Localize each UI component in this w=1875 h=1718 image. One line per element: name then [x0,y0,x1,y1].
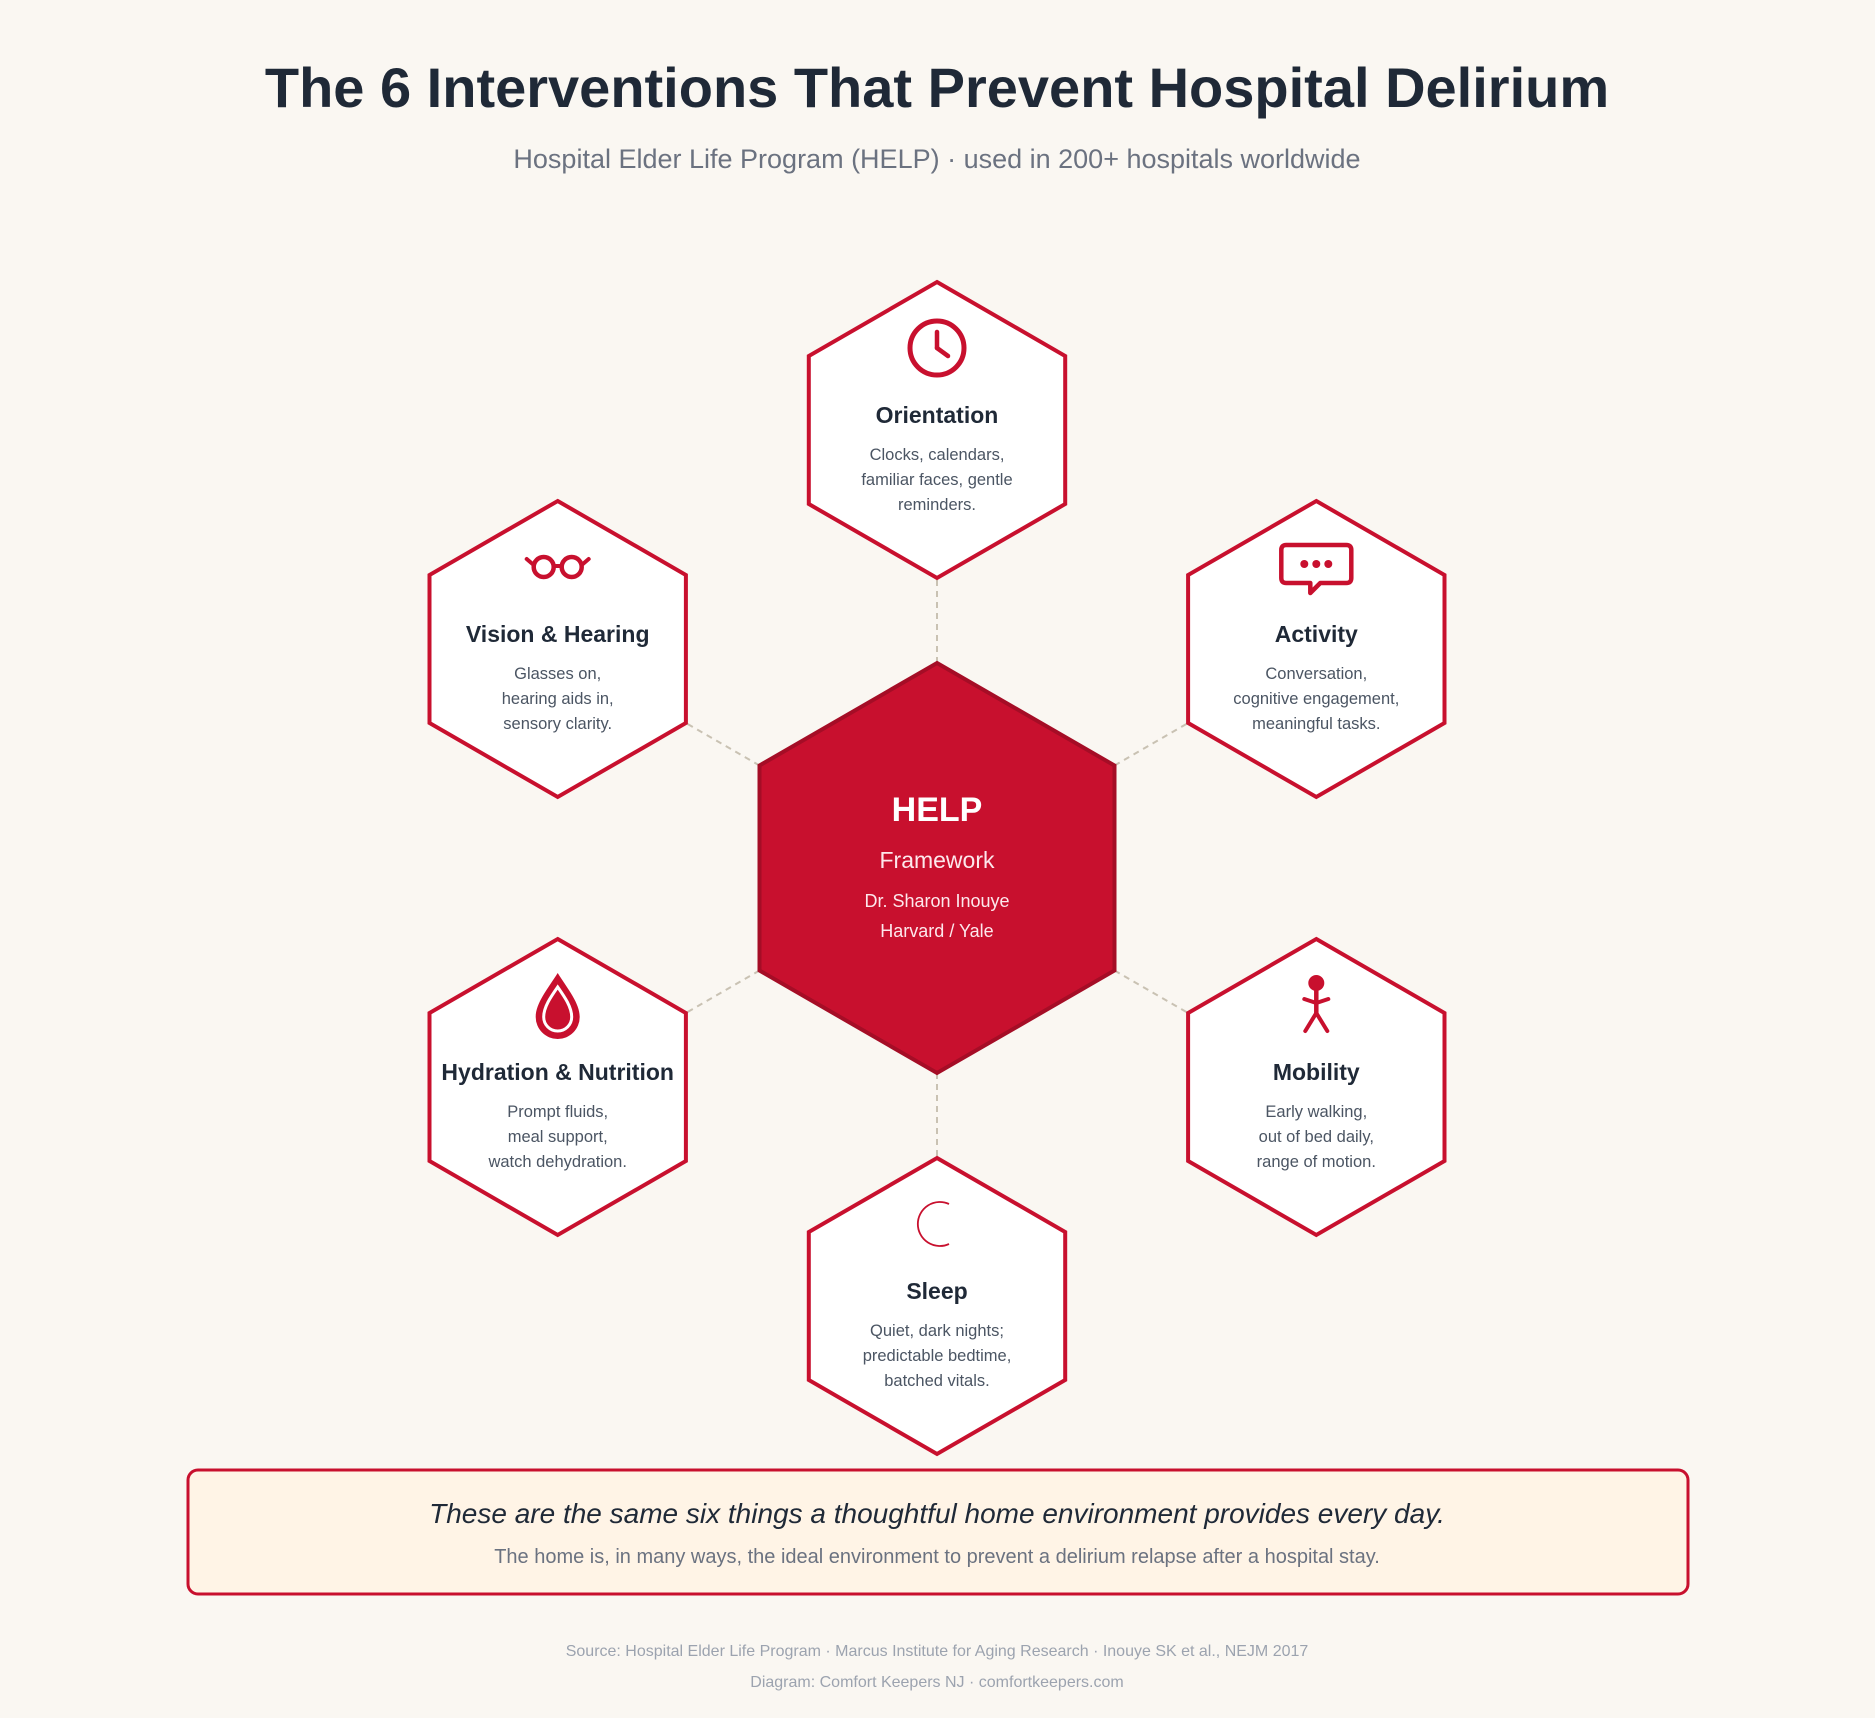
node-hexagon [1186,936,1447,1238]
node-title: Mobility [1273,1059,1360,1085]
node-description-line: meal support, [508,1128,608,1146]
glasses-icon [524,554,591,580]
callout-body: The home is, in many ways, the ideal env… [494,1546,1380,1568]
node-description-line: Conversation, [1265,665,1367,683]
page-subtitle: Hospital Elder Life Program (HELP) · use… [513,144,1360,174]
center-subtitle: Framework [879,847,995,873]
moon-icon [917,1201,950,1247]
water-drop-icon [535,973,580,1039]
speech-bubble-icon [1279,542,1354,596]
node-description-line: Prompt fluids, [507,1103,608,1121]
node-description-line: out of bed daily, [1259,1128,1374,1146]
connector-mobility [1113,969,1189,1014]
connector-hydration [685,969,761,1014]
center-hexagon [757,660,1117,1076]
node-hexagon [806,1155,1068,1457]
callout-frame [186,1468,1690,1596]
node-description-line: reminders. [898,496,976,514]
center-author: Dr. Sharon Inouye [864,891,1009,911]
node-description-line: predictable bedtime, [863,1347,1012,1365]
node-title: Sleep [906,1278,967,1304]
node-hexagon [806,279,1068,581]
node-description-line: Quiet, dark nights; [870,1322,1004,1340]
node-description-line: range of motion. [1257,1153,1376,1171]
node-description-line: familiar faces, gentle [861,471,1012,489]
node-description-line: meaningful tasks. [1252,715,1380,733]
node-description-line: Clocks, calendars, [870,446,1005,464]
callout-box: These are the same six things a thoughtf… [186,1468,1690,1596]
node-title: Orientation [876,402,999,428]
node-description-line: hearing aids in, [502,690,614,708]
walking-person-icon [1302,975,1331,1033]
node-description-line: Glasses on, [514,665,601,683]
clock-icon [907,318,967,378]
footer-credit: Diagram: Comfort Keepers NJ · comfortkee… [750,1674,1123,1691]
node-description-line: cognitive engagement, [1233,690,1399,708]
node-hexagon [1186,498,1447,800]
node-title: Activity [1275,621,1358,647]
connector-activity [1113,722,1189,767]
center-title: HELP [892,791,983,829]
page-title: The 6 Interventions That Prevent Hospita… [265,56,1609,119]
node-description-line: batched vitals. [884,1372,989,1390]
node-description-line: watch dehydration. [487,1153,627,1171]
footer-source: Source: Hospital Elder Life Program · Ma… [566,1643,1309,1660]
node-description-line: sensory clarity. [503,715,612,733]
callout-headline: These are the same six things a thoughtf… [429,1498,1445,1529]
node-hexagon [427,498,688,800]
connector-lines [685,578,1189,1158]
node-description-line: Early walking, [1265,1103,1367,1121]
node-hexagon [427,936,688,1238]
node-title: Vision & Hearing [466,621,650,647]
center-affiliation: Harvard / Yale [880,921,993,941]
node-title: Hydration & Nutrition [441,1059,674,1085]
connector-vision [685,722,761,767]
center-hub: HELP Framework Dr. Sharon Inouye Harvard… [757,660,1117,1076]
